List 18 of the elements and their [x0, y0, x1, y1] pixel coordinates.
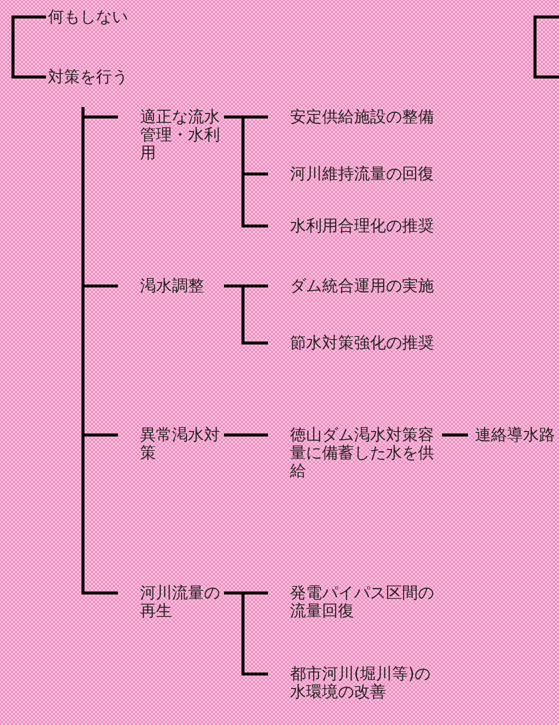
connector-line [224, 284, 268, 344]
connector-line [224, 592, 268, 676]
branch-label: 河川流量の再生 [118, 584, 224, 620]
branch-label: 適正な流水管理・水利用 [118, 108, 224, 162]
branch-label: 対策を行う [48, 68, 138, 86]
branch-label: 河川維持流量の回復 [268, 165, 442, 183]
branch-label: 異常渇水対策 [118, 426, 224, 462]
branch-label: 連絡導水路 [468, 426, 559, 444]
branch-label: 節水対策強化の推奨 [268, 334, 442, 352]
branch-label: 都市河川(堀川等)の水環境の改善 [268, 665, 442, 701]
branch-label: ダム統合運用の実施 [268, 277, 442, 295]
branch-label: 安定供給施設の整備 [268, 108, 442, 126]
branch-label: 発電パイパス区間の流量回復 [268, 584, 442, 620]
branch-label: 何もしない [48, 8, 138, 26]
branch-label: 渇水調整 [118, 277, 224, 295]
connector-line [82, 107, 118, 594]
branch-label: 水利用合理化の推奨 [268, 217, 442, 235]
branch-label: 徳山ダム渇水対策容量に備蓄した水を供給 [268, 426, 442, 480]
